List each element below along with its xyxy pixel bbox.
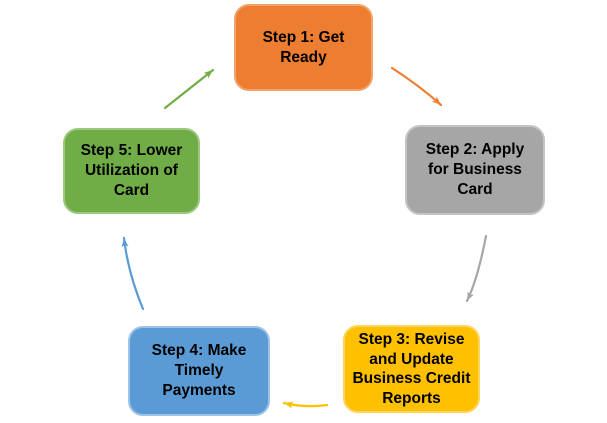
step-3-node: Step 3: Revise and Update Business Credi… bbox=[343, 325, 480, 413]
arrow-step5-to-step1 bbox=[163, 68, 215, 110]
step-4-node: Step 4: Make Timely Payments bbox=[128, 326, 270, 416]
step-5-node: Step 5: Lower Utilization of Card bbox=[63, 128, 200, 214]
step-1-label: Step 1: Get Ready bbox=[262, 28, 345, 66]
arrow-step3-to-step4 bbox=[282, 401, 329, 409]
step-2-label: Step 2: Apply for Business Card bbox=[425, 141, 525, 198]
step-3-label: Step 3: Revise and Update Business Credi… bbox=[352, 331, 471, 407]
step-1-node: Step 1: Get Ready bbox=[234, 4, 373, 91]
arrow-step2-to-step3 bbox=[465, 234, 488, 303]
step-5-label: Step 5: Lower Utilization of Card bbox=[80, 142, 183, 199]
step-4-label: Step 4: Make Timely Payments bbox=[151, 342, 247, 399]
step-2-node: Step 2: Apply for Business Card bbox=[405, 125, 545, 215]
arrow-step4-to-step5 bbox=[121, 236, 145, 311]
arrow-step1-to-step2 bbox=[390, 66, 443, 107]
